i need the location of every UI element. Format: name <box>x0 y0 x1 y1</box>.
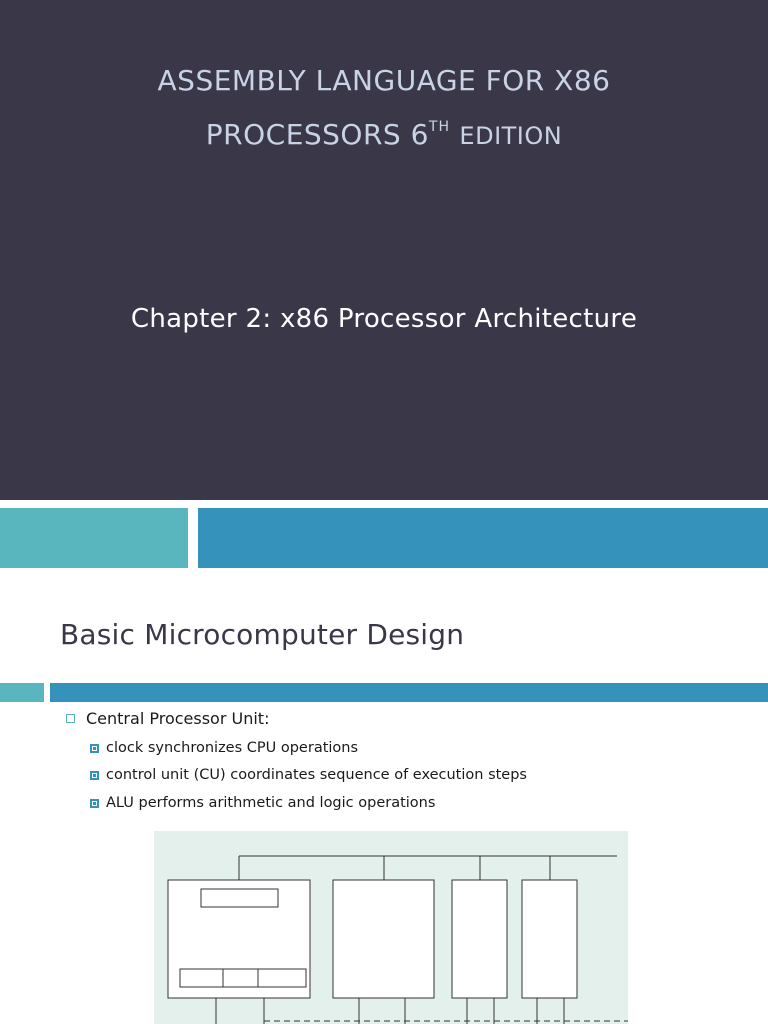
subbullet-control-unit: control unit (CU) coordinates sequence o… <box>90 767 527 783</box>
title-line-2: Processors 6th Edition <box>0 104 768 159</box>
register-box <box>200 888 279 908</box>
square-bullet-icon <box>90 770 99 780</box>
accent-band-right <box>198 508 768 568</box>
slide-title: Assembly Language for x86 Processors 6th… <box>0 58 768 159</box>
title-rule-right <box>50 683 768 702</box>
slide-divider <box>0 500 768 508</box>
subbullet-alu: ALU performs arithmetic and logic operat… <box>90 795 435 811</box>
title-line-2-end: Edition <box>459 122 563 150</box>
subbullet-text: ALU performs arithmetic and logic operat… <box>106 795 436 811</box>
slide2-title: Basic Microcomputer Design <box>60 618 465 651</box>
title-line-1: Assembly Language for x86 <box>157 64 611 97</box>
io-device-box-1 <box>451 879 508 999</box>
alu-box <box>179 968 307 988</box>
microcomputer-diagram <box>154 831 628 1024</box>
slide-subtitle: Chapter 2: x86 Processor Architecture <box>130 304 638 334</box>
title-superscript: th <box>428 119 451 135</box>
bullet-cpu: Central Processor Unit: <box>66 709 269 728</box>
memory-box <box>332 879 435 999</box>
square-bullet-icon <box>90 743 99 753</box>
title-line-2-main: Processors 6 <box>205 118 429 151</box>
square-bullet-icon <box>90 798 99 808</box>
hollow-square-bullet-icon <box>66 714 75 723</box>
subbullet-text: clock synchronizes CPU operations <box>106 740 359 756</box>
title-rule-left <box>0 683 44 702</box>
subbullet-text: control unit (CU) coordinates sequence o… <box>106 767 527 783</box>
title-slide: Assembly Language for x86 Processors 6th… <box>0 0 768 500</box>
subbullet-clock: clock synchronizes CPU operations <box>90 740 358 756</box>
accent-band-left <box>0 508 188 568</box>
bullet-cpu-text: Central Processor Unit: <box>86 709 270 728</box>
io-device-box-2 <box>521 879 578 999</box>
